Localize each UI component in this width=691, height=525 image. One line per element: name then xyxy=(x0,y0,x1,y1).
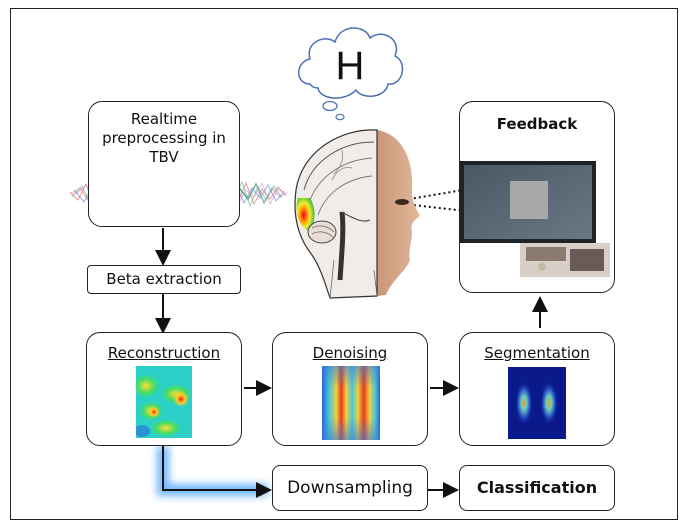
beta-extraction-label: Beta extraction xyxy=(106,270,222,288)
segmentation-label: Segmentation xyxy=(484,344,590,362)
brain-head-illustration xyxy=(294,129,420,299)
downsampling-box: Downsampling xyxy=(272,465,428,511)
classification-box: Classification xyxy=(459,465,615,511)
monitor-photo xyxy=(460,161,610,277)
heatmap-segmented xyxy=(508,367,566,439)
beta-extraction-box: Beta extraction xyxy=(87,265,241,294)
reconstruction-label: Reconstruction xyxy=(107,344,221,362)
preprocessing-label: Realtime preprocessing in TBV xyxy=(102,110,226,166)
segmentation-box: Segmentation xyxy=(459,332,615,446)
heatmap-reconstruction xyxy=(136,366,192,438)
thought-letter: H xyxy=(336,44,365,88)
thought-cloud-icon: H xyxy=(298,27,404,121)
classification-label: Classification xyxy=(476,478,598,497)
feedback-box: Feedback xyxy=(459,101,615,293)
activation-region xyxy=(296,198,315,232)
reconstruction-box: Reconstruction xyxy=(86,332,242,446)
arrow-recon-to-downsampling xyxy=(162,446,272,498)
preprocessing-box: Realtime preprocessing in TBV xyxy=(88,101,240,227)
denoising-label: Denoising xyxy=(312,344,388,362)
feedback-label: Feedback xyxy=(496,115,578,133)
denoising-box: Denoising xyxy=(272,332,428,446)
downsampling-label: Downsampling xyxy=(287,478,413,498)
heatmap-denoised xyxy=(322,366,380,440)
stimulus-square xyxy=(510,181,548,219)
